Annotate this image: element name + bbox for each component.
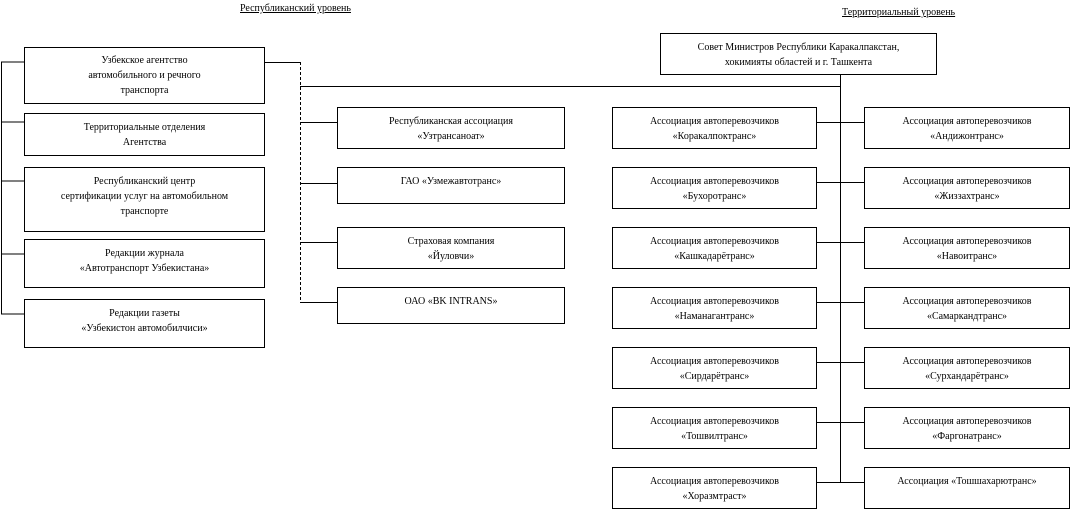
subordinate-unit-box: Редакции журнала «Автотранспорт Узбекиста…: [24, 239, 265, 288]
box-line: хокимияты областей и г. Ташкента: [724, 57, 873, 68]
subordinate-unit-box: Республиканский центр сертификации услуг …: [24, 167, 265, 232]
box-line: Ассоциация автоперевозчиков: [902, 176, 1032, 187]
regional-association-box: Ассоциация автоперевозчиков «Андижонтранс…: [864, 107, 1070, 149]
box-line: «Узтрансаноат»: [417, 131, 485, 142]
regional-association-box: Ассоциация автоперевозчиков «Самаркандтра…: [864, 287, 1070, 329]
box-line: «Кашкадарётранс»: [674, 251, 755, 262]
box-line: «Сирдарётранс»: [679, 371, 750, 382]
box-line: Узбекское агентство: [101, 55, 188, 66]
box-line: Ассоциация автоперевозчиков: [902, 116, 1032, 127]
box-line: транспорте: [120, 206, 169, 217]
box-line: «Коракалпоктранс»: [672, 131, 757, 142]
regional-association-box: Ассоциация «Тошшахарютранс»: [864, 467, 1070, 509]
box-line: автомобильного и речного: [88, 70, 201, 81]
regional-association-box: Ассоциация автоперевозчиков «Сирдарётранс…: [612, 347, 817, 389]
box-line: Редакции журнала: [105, 248, 184, 259]
box-line: «Наманагантранс»: [674, 311, 755, 322]
regional-association-box: Ассоциация автоперевозчиков «Сурхандарётр…: [864, 347, 1070, 389]
associated-org-box: Республиканская ассоциация «Узтрансаноат»: [337, 107, 565, 149]
box-line: «Тошвилтранс»: [681, 431, 748, 442]
box-line: «Сурхандарётранс»: [925, 371, 1009, 382]
box-line: «Автотранспорт Узбекистана»: [79, 263, 210, 274]
regional-association-box: Ассоциация автоперевозчиков «Тошвилтранс»: [612, 407, 817, 449]
box-line: Ассоциация автоперевозчиков: [902, 416, 1032, 427]
council-box: Совет Министров Республики Каракалпакста…: [660, 33, 937, 75]
box-line: транспорта: [120, 85, 169, 96]
republican-level-title: Республиканский уровень: [240, 3, 351, 14]
box-line: сертификации услуг на автомобильном: [60, 191, 229, 202]
box-line: «Навоитранс»: [936, 251, 998, 262]
box-line: «Узбекистон автомобилчиси»: [81, 323, 208, 334]
regional-association-box: Ассоциация автоперевозчиков «Кашкадарётра…: [612, 227, 817, 269]
regional-association-box: Ассоциация автоперевозчиков «Хоразмтраст»: [612, 467, 817, 509]
regional-association-box: Ассоциация автоперевозчиков «Наманагантра…: [612, 287, 817, 329]
box-line: Ассоциация автоперевозчиков: [902, 236, 1032, 247]
box-line: Ассоциация «Тошшахарютранс»: [897, 476, 1037, 487]
regional-association-box: Ассоциация автоперевозчиков «Навоитранс»: [864, 227, 1070, 269]
box-line: Агентства: [122, 137, 167, 148]
box-line: «Фаргонатранс»: [932, 431, 1002, 442]
box-line: «Самаркандтранс»: [926, 311, 1008, 322]
box-line: ГАО «Узмежавтотранс»: [400, 176, 502, 187]
box-line: Ассоциация автоперевозчиков: [649, 476, 780, 487]
regional-association-box: Ассоциация автоперевозчиков «Жиззахтранс»: [864, 167, 1070, 209]
box-line: «Хоразмтраст»: [682, 491, 747, 502]
box-line: «Андижонтранс»: [930, 131, 1004, 142]
subordinate-unit-box: Редакции газеты «Узбекистон автомобилчиси…: [24, 299, 265, 348]
box-line: Территориальные отделения: [83, 122, 206, 133]
box-line: Редакции газеты: [109, 308, 180, 319]
territorial-level-title: Территориальный уровень: [842, 7, 956, 18]
agency-box: Узбекское агентство автомобильного и реч…: [24, 47, 265, 104]
box-line: Ассоциация автоперевозчиков: [649, 176, 780, 187]
box-line: Ассоциация автоперевозчиков: [649, 416, 780, 427]
associated-org-box: ОАО «BK INTRANS»: [337, 287, 565, 324]
box-line: Ассоциация автоперевозчиков: [902, 356, 1032, 367]
box-line: «Жиззахтранс»: [934, 191, 1000, 202]
box-line: Ассоциация автоперевозчиков: [902, 296, 1032, 307]
regional-association-box: Ассоциация автоперевозчиков «Бухоротранс»: [612, 167, 817, 209]
box-line: Ассоциация автоперевозчиков: [649, 356, 780, 367]
box-line: Республиканская ассоциация: [389, 116, 513, 127]
box-line: Совет Министров Республики Каракалпакста…: [697, 42, 900, 53]
box-line: Страховая компания: [407, 236, 495, 247]
box-line: «Бухоротранс»: [682, 191, 747, 202]
box-line: Ассоциация автоперевозчиков: [649, 296, 780, 307]
box-line: «Йуловчи»: [427, 251, 475, 262]
box-line: Ассоциация автоперевозчиков: [649, 236, 780, 247]
regional-association-box: Ассоциация автоперевозчиков «Фаргонатранс…: [864, 407, 1070, 449]
associated-org-box: ГАО «Узмежавтотранс»: [337, 167, 565, 204]
associated-org-box: Страховая компания «Йуловчи»: [337, 227, 565, 269]
regional-association-box: Ассоциация автоперевозчиков «Коракалпоктр…: [612, 107, 817, 149]
box-line: Ассоциация автоперевозчиков: [649, 116, 780, 127]
box-line: Республиканский центр: [93, 176, 196, 187]
box-line: ОАО «BK INTRANS»: [404, 296, 498, 307]
